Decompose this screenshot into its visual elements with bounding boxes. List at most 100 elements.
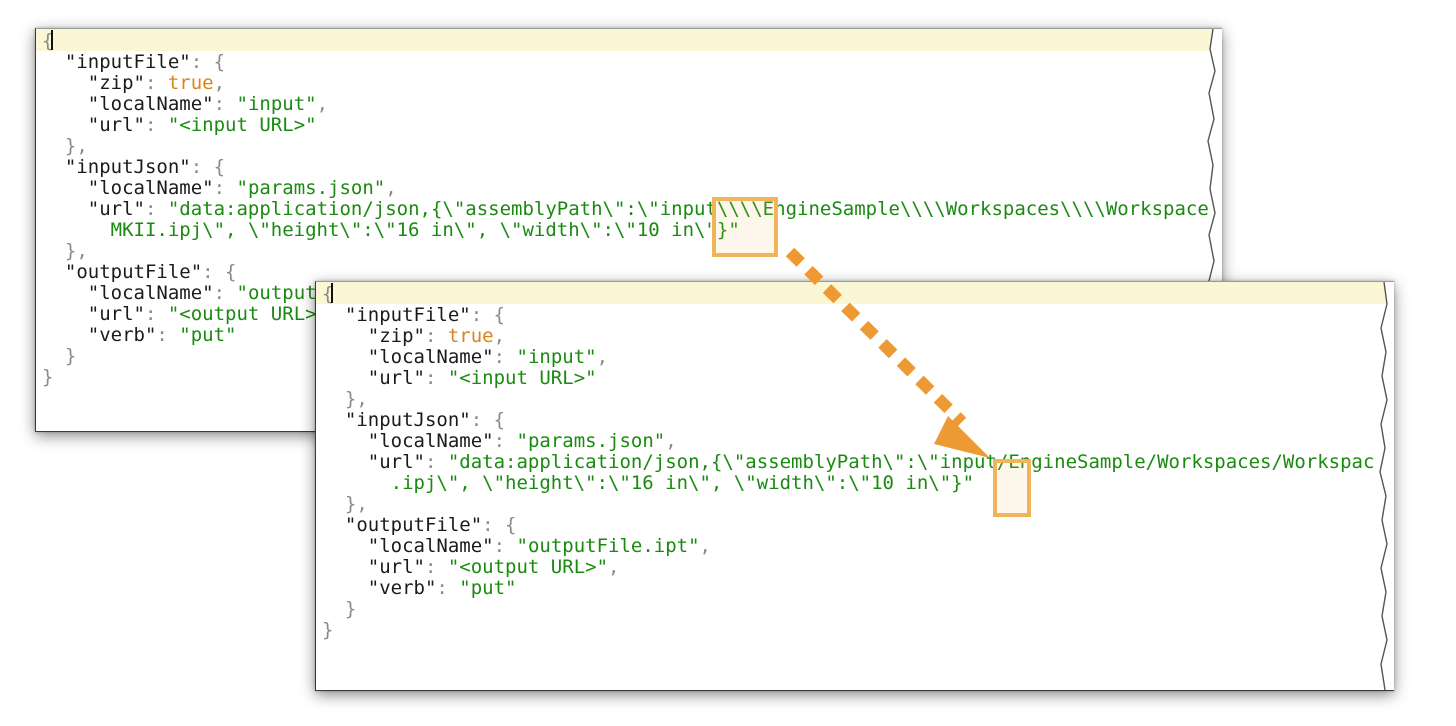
code-line: }, [42,240,88,262]
torn-edge [1379,282,1394,690]
code-token: "put" [459,577,517,599]
code-token: : [424,451,448,473]
code-line: "localName": "output [42,282,317,304]
code-token: "<output URL>" [447,556,609,578]
code-token: , [596,346,609,368]
code-line: "url": "<input URL>" [322,367,597,389]
code-token: .ipj\", \"height\":\"16 in\", \"width\":… [390,472,975,494]
code-token: "url" [87,303,145,325]
code-text-before[interactable]: { "inputFile": { "zip": true, "localName… [42,30,1209,388]
code-line: }, [322,493,368,515]
code-line: MKII.ipj\", \"height\":\"16 in\", \"widt… [42,219,740,241]
code-line: }, [322,388,368,410]
code-token: "<output URL> [167,303,317,325]
code-token: , [493,325,506,347]
code-token: "inputFile" [64,51,191,73]
code-token: "data:application/json,{\"assemblyPath\"… [447,451,1375,473]
code-token: "inputJson" [64,156,191,178]
code-token: "url" [367,556,425,578]
code-token: : [144,198,168,220]
code-line: "outputFile": { [322,514,517,536]
code-line: "zip": true, [322,325,505,347]
code-text-after[interactable]: { "inputFile": { "zip": true, "localName… [322,283,1374,641]
code-line: { [322,283,334,305]
text-cursor [331,283,334,303]
code-line: "zip": true, [42,72,225,94]
code-token: "params.json" [516,430,666,452]
code-token: : [144,72,168,94]
code-token: } [322,619,334,641]
code-token: "input" [516,346,597,368]
code-line: }, [42,135,88,157]
code-token: : [493,430,517,452]
code-line: "verb": "put" [322,577,517,599]
code-token: MKII.ipj\", \"height\":\"16 in\", \"widt… [110,219,740,241]
code-line: "inputFile": { [322,304,505,326]
code-line: "verb": "put" [42,324,237,346]
code-token: , [665,430,677,452]
code-token: : [213,93,237,115]
text-cursor [51,30,54,50]
code-token: "localName" [367,346,494,368]
code-token: true [447,325,494,347]
code-line: { [42,30,54,52]
code-token: "localName" [367,430,494,452]
code-token: "input" [236,93,317,115]
code-line: } [322,598,356,620]
code-token: "outputFile" [64,261,203,283]
code-token: } [344,598,357,620]
code-token: : [424,325,448,347]
code-token: "outputFile" [344,514,483,536]
code-token: "localName" [87,282,214,304]
code-token: "inputFile" [344,304,471,326]
code-token: : [144,303,168,325]
highlight-box-slash-separator [993,459,1031,517]
code-token: , [213,72,226,94]
code-line: } [322,619,333,641]
code-token: , [699,535,711,557]
code-token: "verb" [87,324,157,346]
code-token: }, [64,240,88,262]
code-token: }, [344,388,368,410]
code-line: "inputJson": { [42,156,225,178]
code-token: true [167,72,214,94]
code-token: "zip" [367,325,425,347]
code-token: "put" [179,324,237,346]
code-line: "outputFile": { [42,261,237,283]
code-token: "<input URL>" [447,367,597,389]
code-token: "inputJson" [344,409,471,431]
code-token: "verb" [367,577,437,599]
code-token: : [144,114,168,136]
code-token: "params.json" [236,177,386,199]
code-token: , [385,177,397,199]
code-token: { [322,283,334,305]
code-token: : [493,535,517,557]
code-token: } [42,366,54,388]
code-token: "localName" [367,535,494,557]
code-line: "localName": "params.json", [322,430,677,452]
code-token: "url" [87,198,145,220]
code-token: : [213,177,237,199]
code-token: : [436,577,460,599]
code-token: }, [344,493,368,515]
code-token: "output [236,282,317,304]
code-token: : [213,282,237,304]
code-token: "localName" [87,93,214,115]
code-token: "zip" [87,72,145,94]
code-line: "inputJson": { [322,409,505,431]
code-token: "url" [367,451,425,473]
code-line: "url": "data:application/json,{\"assembl… [322,451,1375,473]
code-token: "localName" [87,177,214,199]
code-token: : { [190,51,226,73]
code-line: "localName": "outputFile.ipt", [322,535,711,557]
code-token: } [64,345,77,367]
code-token: : { [202,261,237,283]
code-line: "localName": "params.json", [42,177,397,199]
code-token: : { [470,409,506,431]
code-token: : { [190,156,226,178]
code-token: "url" [367,367,425,389]
code-line: "url": "<output URL> [42,303,317,325]
code-line: "inputFile": { [42,51,225,73]
code-line: "localName": "input", [322,346,608,368]
code-token: : [424,556,448,578]
